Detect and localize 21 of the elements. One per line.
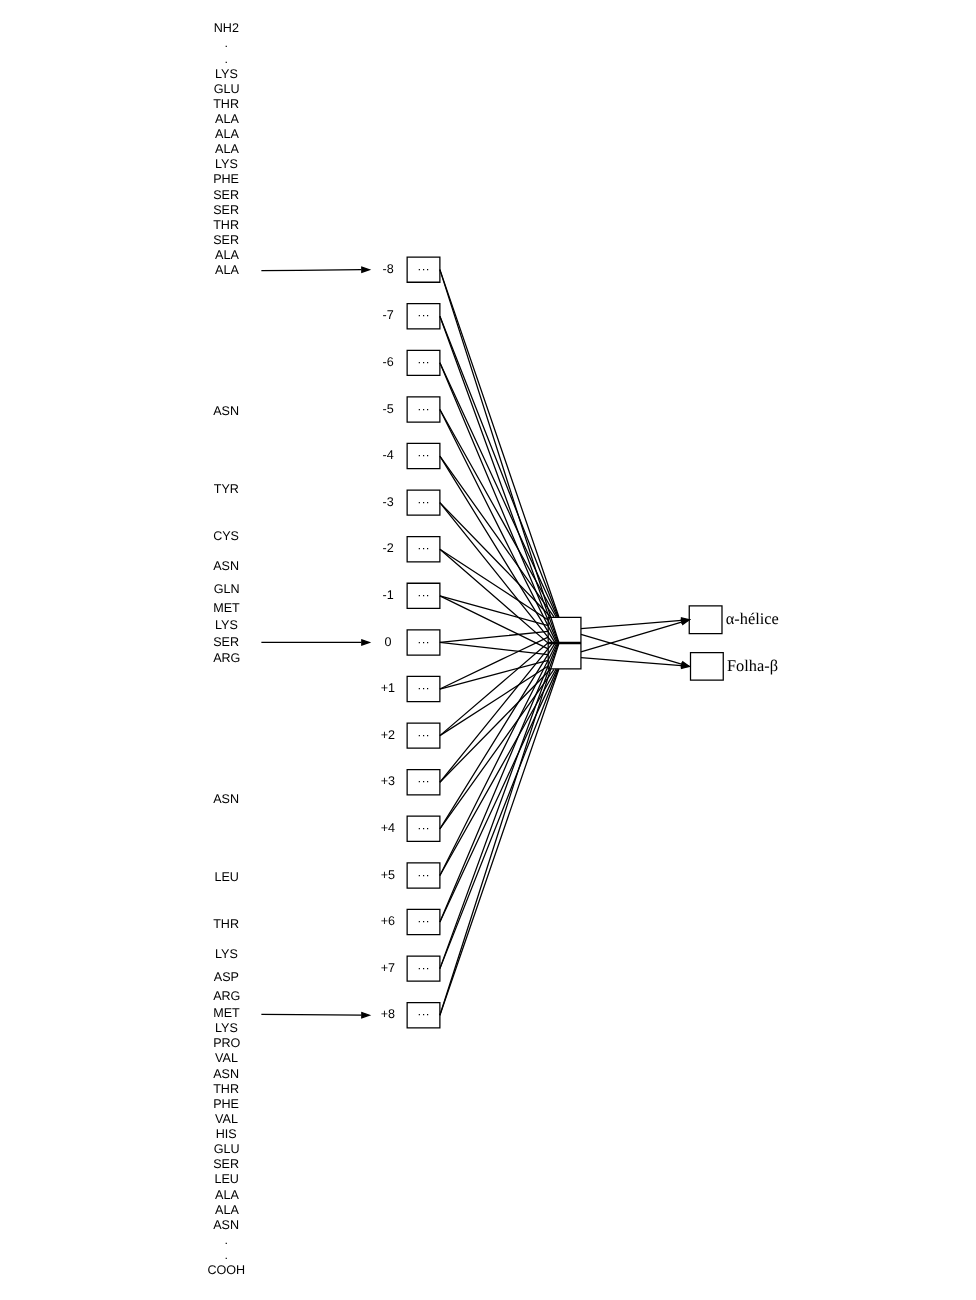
- connector: [438, 548, 548, 621]
- connector: [438, 642, 553, 783]
- connector: [438, 665, 548, 737]
- connector: [438, 636, 548, 690]
- arrow: [259, 266, 371, 274]
- arrow: [259, 1011, 371, 1019]
- connector: [438, 642, 548, 737]
- node-box: [546, 643, 581, 670]
- connector: [438, 502, 553, 644]
- connector: [438, 641, 548, 656]
- connector: [438, 595, 548, 627]
- connector: [438, 659, 548, 690]
- connector: [438, 595, 548, 650]
- connector: [438, 668, 551, 783]
- node-box: [688, 651, 723, 681]
- connector: [438, 502, 551, 618]
- node-box: [687, 605, 722, 635]
- node-box: [546, 616, 581, 644]
- connector: [438, 548, 549, 645]
- connector: [438, 630, 548, 644]
- arrow: [259, 638, 371, 646]
